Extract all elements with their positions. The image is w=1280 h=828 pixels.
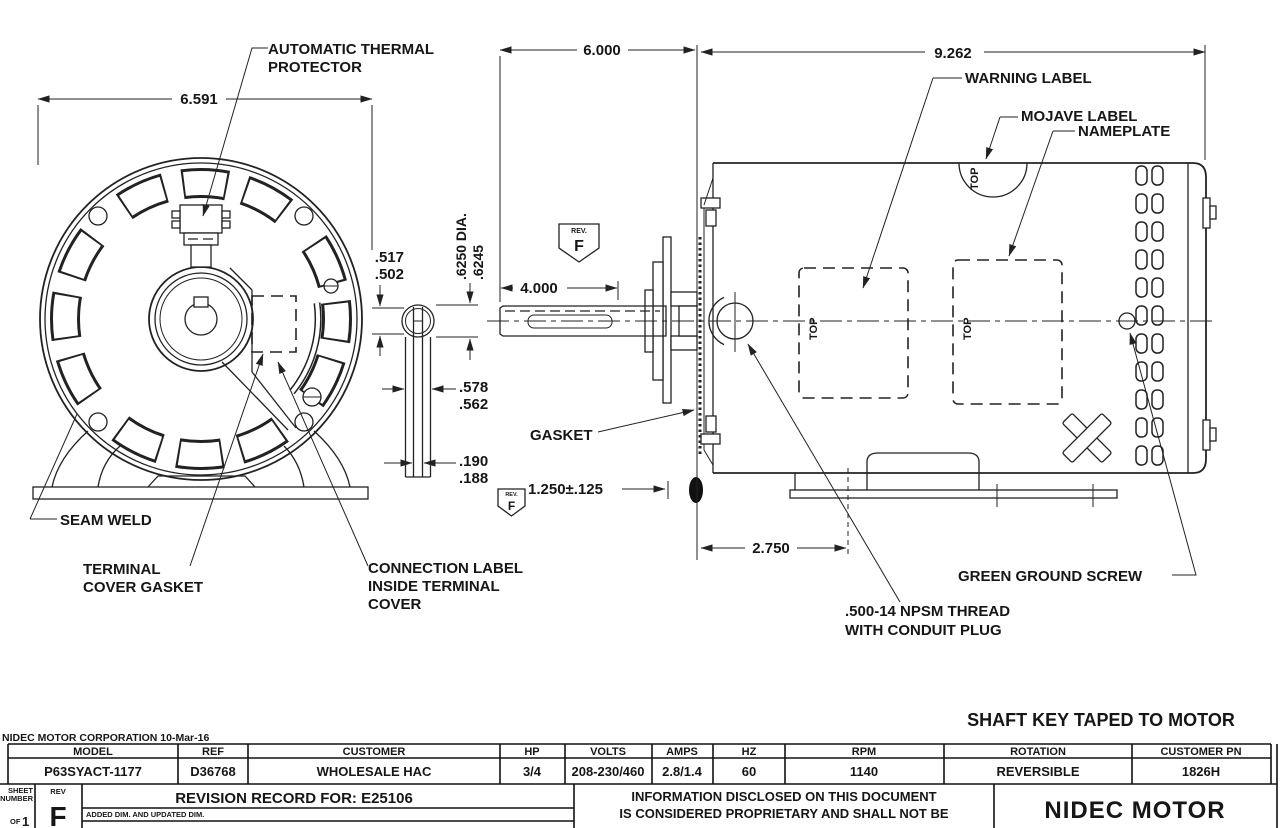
col-header-amps: AMPS [666, 746, 698, 758]
dim-key-1a: .517 [375, 249, 404, 266]
value-rpm: 1140 [850, 764, 878, 779]
col-header-customer-pn: CUSTOMER PN [1160, 746, 1241, 758]
top-marker-boss-text: TOP [969, 168, 981, 190]
dim-body-length: 9.262 [934, 45, 972, 62]
top-marker-warning: TOP [808, 318, 820, 340]
warning-label-region [798, 267, 909, 399]
rev-label: REV [50, 787, 65, 796]
col-header-rotation: ROTATION [1010, 746, 1066, 758]
motor-front-view [32, 157, 369, 500]
rev-flag: REV. F [497, 488, 526, 517]
label-terminal-cover-gasket-line1: TERMINAL [83, 561, 161, 578]
ground-symbol [1062, 413, 1112, 463]
top-marker-boss [958, 162, 1028, 198]
rev-flag: REV. F [558, 223, 600, 263]
shaft-key-view [401, 304, 435, 478]
side-vent-slots [1135, 165, 1164, 466]
label-connection-line3: COVER [368, 596, 422, 613]
dim-key-2b: .562 [459, 396, 488, 413]
callouts: AUTOMATIC THERMAL PROTECTOR SEAM WELD TE… [29, 41, 1197, 639]
value-model: P63SYACT-1177 [44, 764, 142, 779]
shaft-key-note: SHAFT KEY TAPED TO MOTOR [967, 710, 1235, 730]
rev-flag-label: REV. [571, 228, 587, 235]
value-ref: D36768 [190, 764, 236, 779]
label-nameplate: NAMEPLATE [1078, 123, 1170, 140]
value-amps: 2.8/1.4 [662, 764, 703, 779]
label-connection-line1: CONNECTION LABEL [368, 560, 523, 577]
col-header-hp: HP [524, 746, 539, 758]
dim-shaft-extension: 6.000 [583, 42, 621, 59]
sheet-of: OF [10, 817, 21, 826]
bolt-hole [88, 206, 108, 226]
sheet-number: 1 [22, 814, 29, 828]
rev-flag-value: F [574, 238, 584, 255]
front-mounting-feet [32, 430, 369, 500]
label-thermal-protector-line2: PROTECTOR [268, 59, 362, 76]
sheet-label-line1: SHEET [8, 786, 33, 795]
label-gasket: GASKET [530, 427, 593, 444]
thermal-protector [171, 204, 231, 268]
label-connection-line2: INSIDE TERMINAL [368, 578, 500, 595]
bolt-hole [88, 412, 108, 432]
label-mojave: MOJAVE LABEL [1021, 108, 1137, 125]
rev-flag-label: REV. [505, 492, 518, 498]
sheet-label-line2: NUMBER [0, 794, 33, 803]
dim-key-1b: .502 [375, 266, 404, 283]
dim-key-3b: .188 [459, 470, 488, 487]
col-header-model: MODEL [73, 746, 113, 758]
company-line: NIDEC MOTOR CORPORATION 10-Mar-16 [2, 732, 209, 744]
value-customer-pn: 1826H [1182, 764, 1220, 779]
revision-entry: ADDED DIM. AND UPDATED DIM. [86, 810, 204, 819]
connection-label-region [251, 295, 297, 353]
label-green-ground-screw: GREEN GROUND SCREW [958, 568, 1143, 585]
dim-foot-position: 2.750 [752, 540, 790, 557]
conduit-plug [689, 477, 703, 503]
dim-key-2a: .578 [459, 379, 488, 396]
shaft-keyway [193, 296, 209, 308]
col-header-rpm: RPM [852, 746, 876, 758]
brand-logo-text: NIDEC MOTOR [1044, 797, 1225, 824]
col-header-customer: CUSTOMER [343, 746, 406, 758]
label-npsm-line2: WITH CONDUIT PLUG [845, 622, 1002, 639]
top-marker-nameplate: TOP [962, 318, 974, 340]
end-bracket-bolt [1202, 197, 1217, 451]
value-hp: 3/4 [523, 764, 542, 779]
dim-shaft-length: 4.000 [520, 280, 558, 297]
dim-shaft-dia-1: .6250 DIA. [453, 213, 469, 280]
terminal-cover-outline [221, 267, 297, 431]
rev-value: F [49, 801, 66, 828]
value-customer: WHOLESALE HAC [317, 764, 432, 779]
dimensions: 6.591 6.000 9.262 4.000 .517 .502 .578 .… [37, 42, 1206, 560]
col-header-hz: HZ [742, 746, 757, 758]
revision-record-title: REVISION RECORD FOR: E25106 [175, 790, 413, 807]
bearing-hub [148, 266, 254, 372]
value-hz: 60 [742, 764, 756, 779]
nameplate-region [952, 259, 1063, 405]
rev-flag-value: F [508, 499, 515, 513]
cover-screw [302, 278, 339, 407]
label-npsm-line1: .500-14 NPSM THREAD [845, 603, 1010, 620]
col-header-volts: VOLTS [590, 746, 626, 758]
bolt-hole [294, 206, 314, 226]
title-block: MODEL REF CUSTOMER HP VOLTS AMPS HZ RPM … [0, 743, 1278, 828]
motor-side-view [644, 162, 1217, 556]
label-thermal-protector-line1: AUTOMATIC THERMAL [268, 41, 434, 58]
dim-key-3a: .190 [459, 453, 488, 470]
proprietary-line2: IS CONSIDERED PROPRIETARY AND SHALL NOT … [619, 806, 948, 821]
value-volts: 208-230/460 [571, 764, 644, 779]
label-terminal-cover-gasket-line2: COVER GASKET [83, 579, 203, 596]
side-mounting-foot [789, 452, 1118, 556]
col-header-ref: REF [202, 746, 224, 758]
dim-plug-position: 1.250±.125 [528, 481, 603, 498]
dim-front-width: 6.591 [180, 91, 218, 108]
end-bracket [1188, 162, 1207, 474]
value-rotation: REVERSIBLE [996, 764, 1079, 779]
proprietary-line1: INFORMATION DISCLOSED ON THIS DOCUMENT [631, 789, 936, 804]
label-warning: WARNING LABEL [965, 70, 1092, 87]
label-seam-weld: SEAM WELD [60, 512, 152, 529]
dim-shaft-dia-2: .6245 [470, 245, 486, 280]
